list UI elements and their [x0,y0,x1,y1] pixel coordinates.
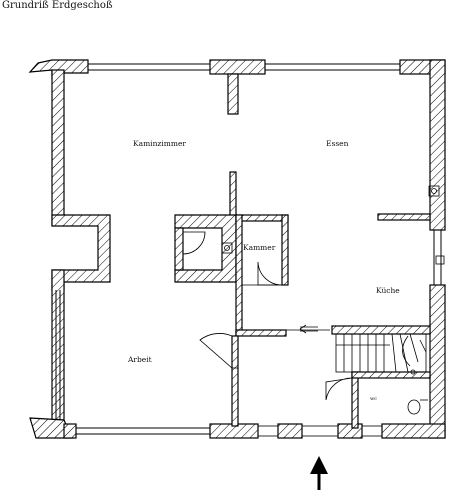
room-label-kaminzimmer: Kaminzimmer [133,139,186,148]
wall-fixture-icon [428,185,440,197]
toilet-icon [407,399,428,415]
wall-bottom-right [381,423,446,439]
door-arbeit [199,333,233,369]
wall-left-lower [51,269,65,421]
kammer-wall-top [235,214,289,222]
room-label-kammer: Kammer [243,243,276,252]
small-mark-icon [410,369,416,375]
door-kammer [257,261,283,286]
room-label-arbeit: Arbeit [127,355,152,364]
wc-wall-left [351,371,359,429]
wall-top-mid-left [209,59,266,75]
door-fireplace [182,231,206,255]
lower-wall-vertical [231,335,239,427]
wall-right-upper [429,59,446,231]
wc-wall-top [351,371,431,379]
room-label-kueche: Küche [376,286,400,295]
room-label-essen: Essen [326,139,349,148]
fireplace-chimney [174,227,184,271]
kammer-wall-left [235,214,243,336]
room-label-wc: wc [370,396,377,402]
fireplace-wall [174,214,237,283]
wall-bottom-left [63,423,77,439]
wall-bottom-mid2 [277,423,303,439]
staircase [335,333,427,373]
lower-wall-horizontal [235,329,287,337]
inner-wall-mid-stub [229,171,237,218]
kammer-wall-right [281,214,289,286]
kitchen-counter [435,255,445,265]
passage-arrow-icon [299,324,318,334]
stove-icon [221,242,233,254]
stair-wall-top [331,325,431,335]
wall-right-lower [429,284,446,439]
wall-left-upper [51,69,65,226]
inner-wall-top-stub [227,73,239,115]
kitchen-wall-top [377,213,431,221]
plan-title: Grundriß Erdgeschoß [2,0,113,11]
entrance-arrow-icon [310,456,328,490]
door-wc [325,377,353,401]
